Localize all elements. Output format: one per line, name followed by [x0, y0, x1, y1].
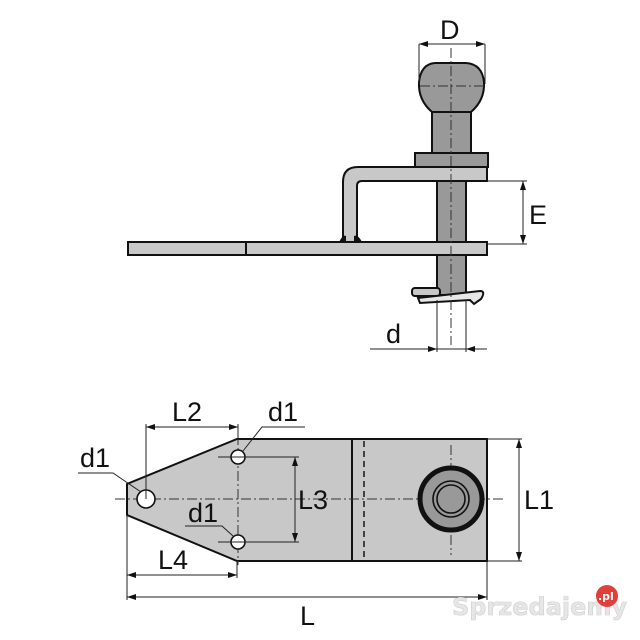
label-hole-spacing: L3 [298, 485, 328, 515]
weld-right [354, 235, 362, 242]
watermark: Sprzedajemy .pl [452, 585, 628, 621]
pin-boss [417, 465, 485, 533]
weld-left [339, 235, 346, 242]
label-hole-offset: L2 [172, 397, 202, 427]
watermark-text: Sprzedajemy [452, 593, 627, 621]
d1-leader-tip [78, 472, 142, 493]
label-bracket-gap: E [529, 200, 547, 230]
spring-clip-top [411, 287, 441, 297]
label-total-length: L [300, 601, 315, 631]
l3-arrows [292, 457, 298, 542]
watermark-badge [596, 585, 618, 607]
d1-leader-bottom [185, 525, 234, 537]
pin-boss-ring-outer [432, 480, 470, 518]
side-view: D E d [127, 15, 547, 352]
plate-right-segment [245, 241, 488, 256]
label-pin-diameter: d [386, 319, 401, 349]
top-view: L2 L3 L4 L L1 d1 d1 d1 [78, 397, 554, 631]
pin-boss-ring-inner [436, 484, 466, 514]
spring-clip-loop [416, 289, 485, 306]
d1-leader-top [242, 426, 305, 452]
label-hole-top: d1 [268, 397, 298, 427]
label-hole-tip: d1 [80, 443, 110, 473]
label-ball-diameter: D [440, 15, 460, 45]
label-hole-bottom: d1 [188, 498, 218, 528]
label-taper-length: L4 [158, 545, 188, 575]
label-width: L1 [524, 485, 554, 515]
plate-left-segment [127, 241, 247, 256]
watermark-badge-text: .pl [598, 590, 614, 603]
